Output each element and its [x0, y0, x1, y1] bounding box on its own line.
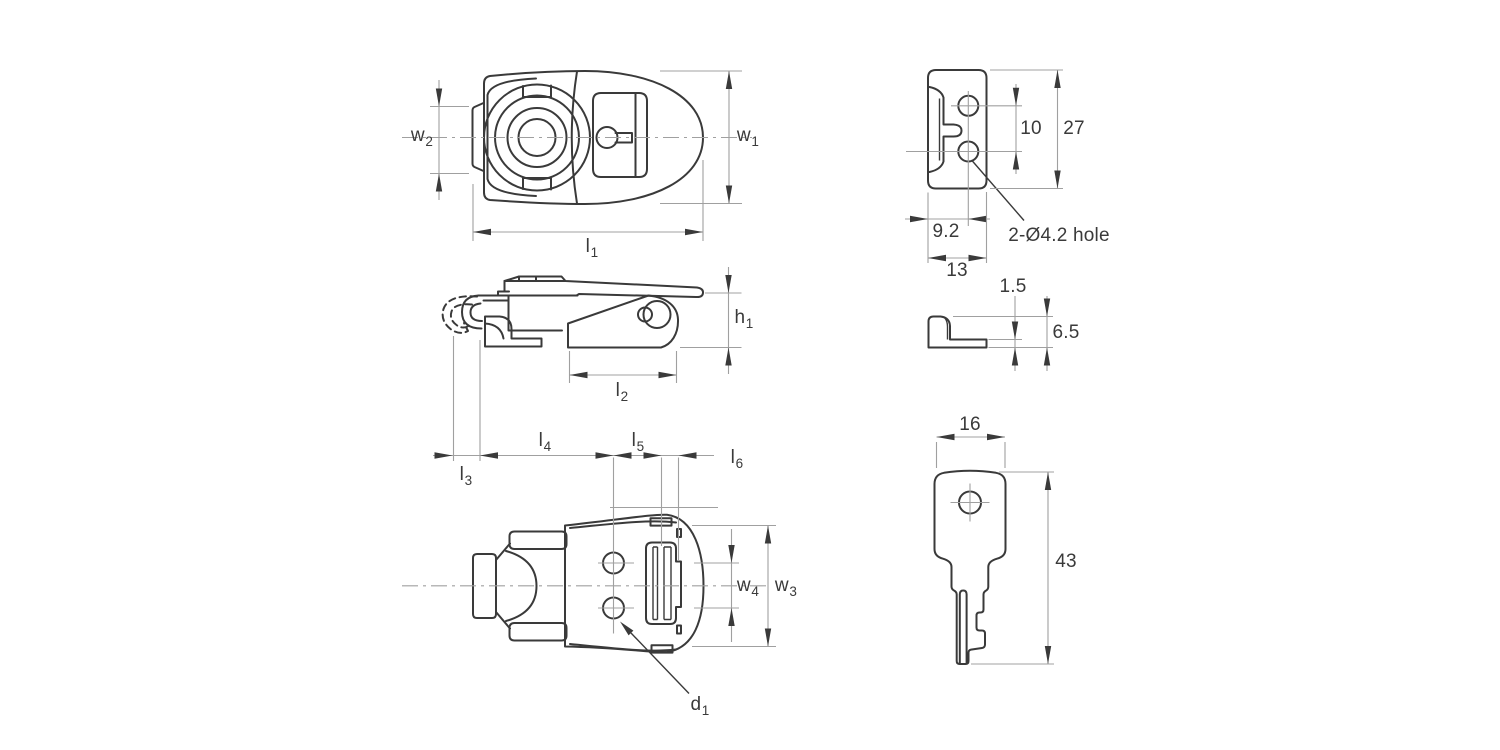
hook-inner — [469, 302, 483, 322]
l3-sub: 3 — [464, 472, 473, 488]
dim-label-plate-width: 13 — [946, 260, 968, 281]
cover-plate — [592, 92, 648, 178]
h1-base: h — [734, 307, 746, 328]
body-left-block — [507, 294, 563, 332]
key-view — [933, 433, 1054, 665]
keeper-profile-geometry — [927, 315, 988, 349]
keeper-profile-outline — [927, 315, 988, 349]
l4-base: l — [538, 430, 544, 451]
dim-label-d1: d1 — [690, 694, 710, 718]
latch-bottom-outline — [564, 513, 705, 654]
w3-base: w — [774, 575, 789, 596]
catch-frame — [645, 541, 682, 625]
dim-label-hole-note: 2-Ø4.2 hole — [1008, 225, 1110, 246]
keeper-plate-dimensions — [905, 69, 1063, 263]
cylinder-mid — [506, 107, 568, 168]
dim-label-w1: w1 — [736, 125, 760, 149]
latch-top-geometry — [402, 70, 752, 205]
lever-blade — [503, 275, 705, 299]
cover-wing — [486, 77, 537, 197]
cap-seam — [570, 70, 578, 205]
w4-base: w — [736, 575, 751, 596]
latch-bottom-dimensions — [433, 452, 776, 694]
catch-frame-folds — [652, 546, 672, 621]
side-bar-lower — [508, 622, 568, 642]
hook-outer — [461, 294, 483, 330]
latch-bottom-view — [402, 452, 776, 694]
w1-sub: 1 — [751, 133, 760, 149]
dim-label-l3: l3 — [459, 464, 473, 488]
latch-top-dimensions — [430, 70, 742, 241]
d1-base: d — [690, 694, 702, 715]
l3-base: l — [459, 464, 465, 485]
l6-base: l — [730, 447, 736, 468]
keeper-profile-view — [927, 296, 1053, 371]
dim-label-l2: l2 — [615, 380, 629, 404]
cam-notch-top — [522, 84, 552, 98]
dim-label-hole-pitch: 10 — [1020, 118, 1042, 139]
hook-open-position-outer — [441, 295, 478, 334]
l2-sub: 2 — [620, 388, 629, 404]
l5-base: l — [631, 430, 637, 451]
keeper-pocket — [928, 86, 963, 173]
latch-bottom-geometry — [402, 513, 768, 654]
dim-label-w4: w4 — [736, 575, 760, 599]
dim-label-l4: l4 — [538, 430, 552, 454]
latch-side-geometry — [441, 275, 705, 349]
dim-label-hole-offset: 9.2 — [932, 221, 960, 242]
latch-top-view — [402, 70, 752, 241]
dim-label-l5: l5 — [631, 430, 645, 454]
pivot-pin — [637, 306, 653, 323]
w4-sub: 4 — [751, 583, 760, 599]
latch-body-outline — [483, 70, 704, 205]
body-top-plate — [477, 294, 579, 302]
d1-leader-arrow — [620, 621, 634, 636]
w3-sub: 3 — [789, 583, 798, 599]
keeper-profile-dimensions — [953, 296, 1053, 371]
latch-side-view — [441, 267, 742, 461]
l1-base: l — [585, 236, 591, 257]
hook-foot — [484, 315, 543, 348]
keeper-plate-geometry — [927, 69, 1025, 221]
h1-sub: 1 — [745, 315, 754, 331]
dim-label-key-length: 43 — [1055, 551, 1077, 572]
latch-side-dimensions — [452, 267, 742, 461]
dim-label-thickness: 1.5 — [999, 276, 1027, 297]
d1-leader-line — [630, 632, 690, 694]
pivot-boss — [642, 300, 672, 329]
hook-tab-bottom — [472, 553, 497, 619]
side-bar-upper — [508, 530, 568, 550]
hook-arc — [505, 550, 538, 622]
dim-label-key-width: 16 — [959, 414, 981, 435]
w2-base: w — [410, 125, 425, 146]
w1-base: w — [736, 125, 751, 146]
l4-sub: 4 — [543, 438, 552, 454]
base-wedge — [567, 294, 680, 349]
lever-grip — [503, 275, 567, 282]
keeper-plate-outline — [927, 69, 988, 190]
dim-label-h1: h1 — [734, 307, 754, 331]
hook-open-position-inner — [449, 303, 473, 329]
d1-sub: 1 — [701, 702, 710, 718]
dim-label-w3: w3 — [774, 575, 798, 599]
key-outline — [933, 469, 1007, 665]
l2-base: l — [615, 380, 621, 401]
dim-label-w2: w2 — [410, 125, 434, 149]
hole-note-leader — [970, 159, 1025, 221]
dim-label-l1: l1 — [585, 236, 599, 260]
w2-sub: 2 — [425, 133, 434, 149]
cam-notch-bottom — [522, 177, 552, 191]
dim-label-l6: l6 — [730, 447, 744, 471]
key-dimensions — [935, 433, 1054, 665]
l6-sub: 6 — [735, 455, 744, 471]
keeper-plate-view — [905, 69, 1063, 263]
l5-sub: 5 — [636, 438, 645, 454]
dim-label-plate-height: 27 — [1063, 118, 1085, 139]
keyhole-slot — [614, 132, 633, 144]
dim-label-profile-height: 6.5 — [1052, 322, 1080, 343]
key-shaft-slot — [958, 589, 968, 665]
l1-sub: 1 — [590, 244, 599, 260]
